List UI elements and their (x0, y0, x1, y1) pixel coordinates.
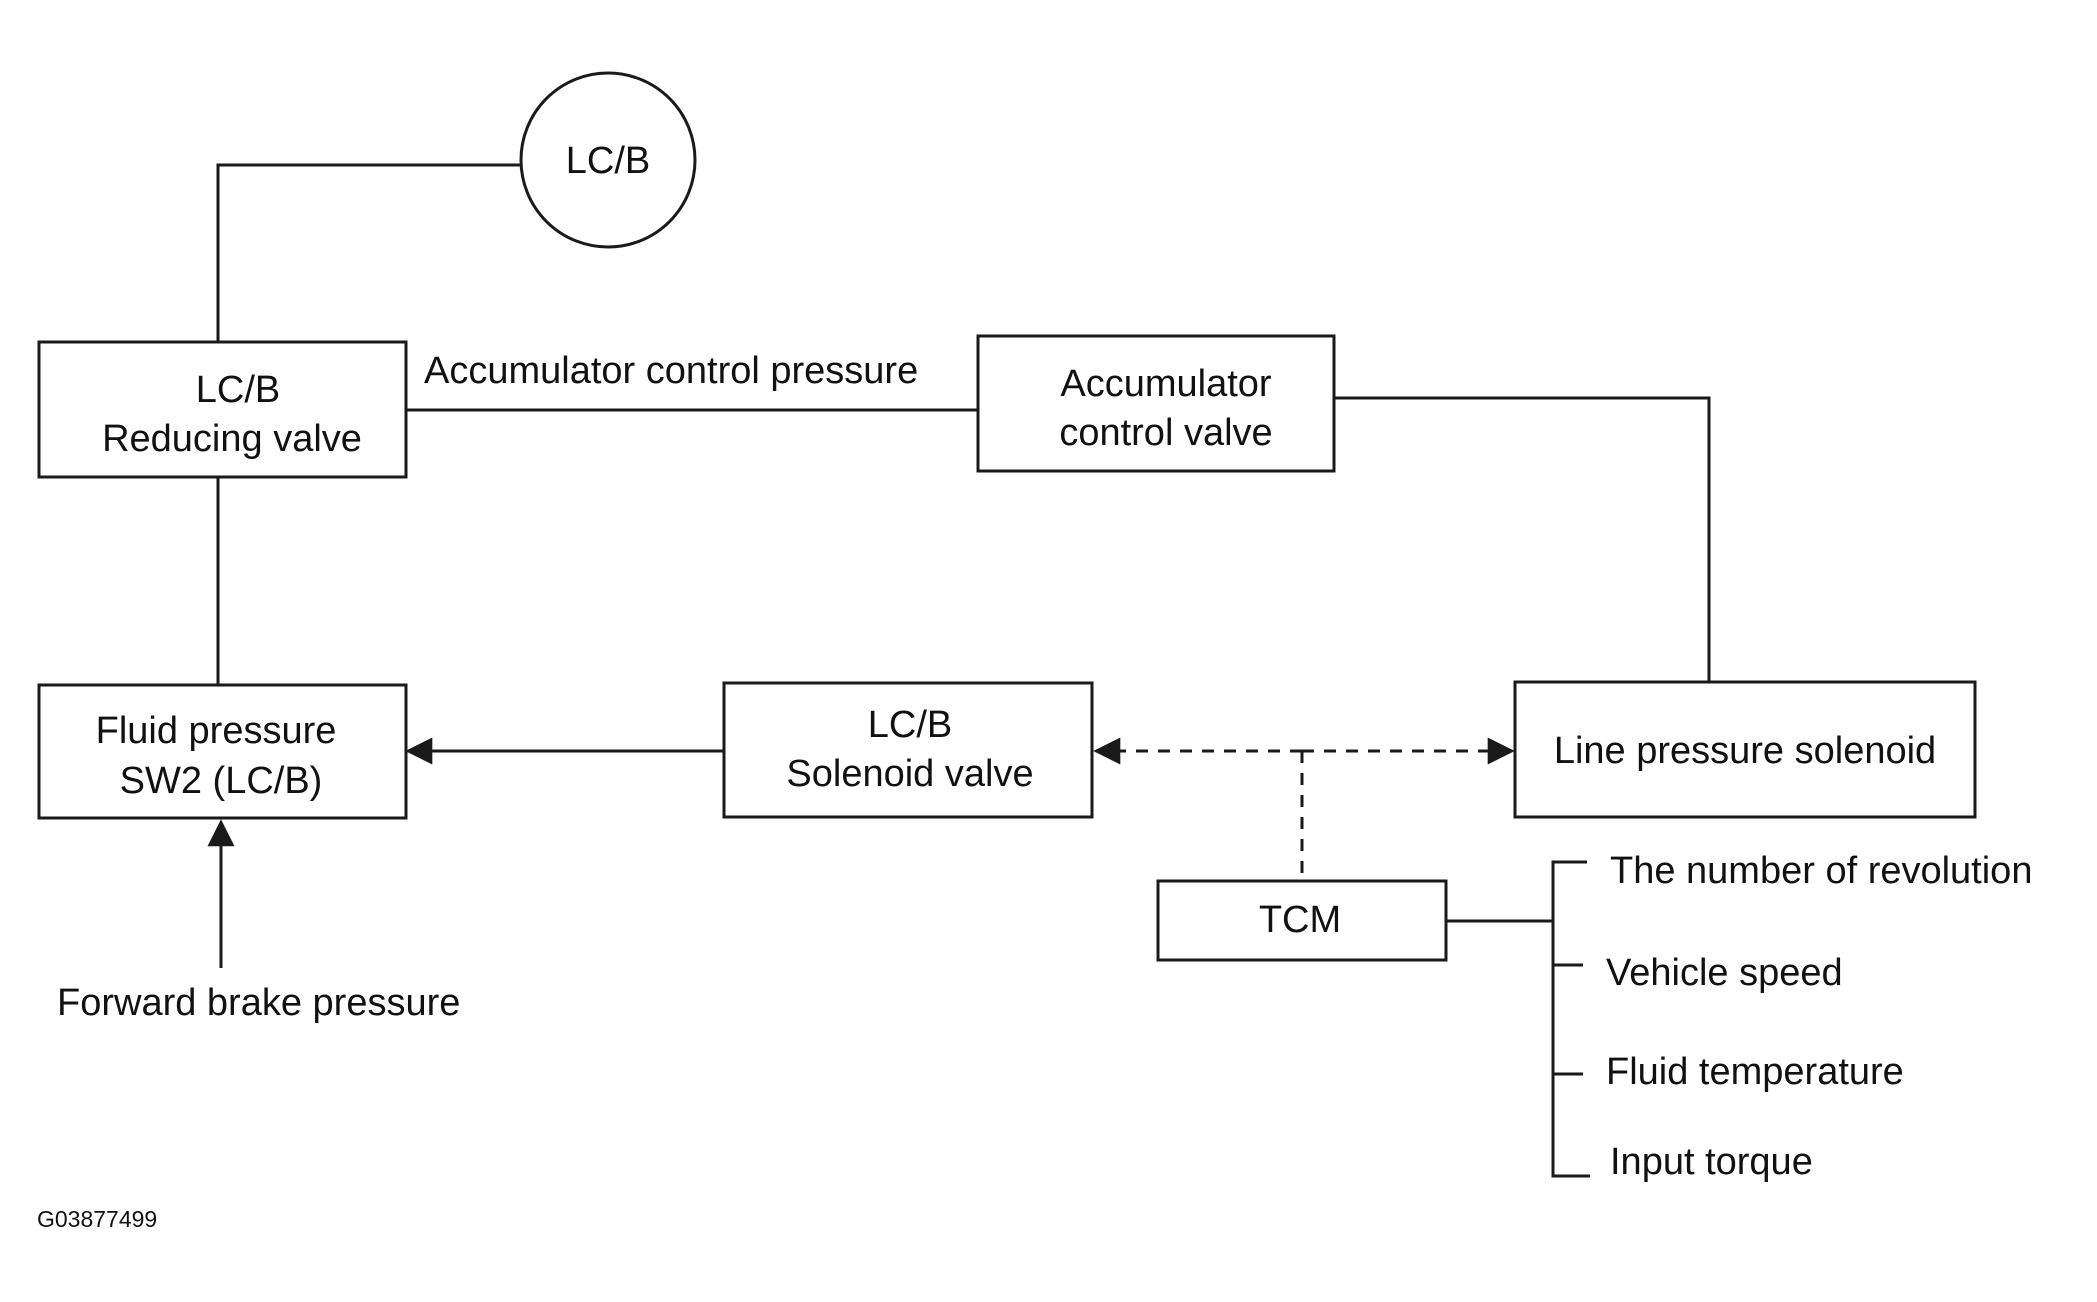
reducing-valve-label-line2: Reducing valve (102, 418, 362, 460)
line-pressure-solenoid-label: Line pressure solenoid (1554, 730, 1936, 772)
connections (207, 163, 1711, 1178)
forward-brake-pressure-label: Forward brake pressure (57, 982, 460, 1024)
tcm-label: TCM (1259, 899, 1341, 941)
tcm-inputs-bracket (1551, 860, 1590, 1178)
line-pressure-solenoid-node: Line pressure solenoid (1513, 680, 1977, 819)
line-accumulator-to-line-pressure-solenoid (1333, 396, 1711, 682)
tcm-input-item: Fluid temperature (1606, 1051, 1904, 1093)
solenoid-valve-node: LC/B Solenoid valve (722, 681, 1094, 819)
fluid-pressure-sw-label-line2: SW2 (LC/B) (120, 760, 323, 802)
fluid-pressure-sw-label-line1: Fluid pressure (96, 710, 337, 752)
tcm-input-item: Input torque (1610, 1141, 1813, 1183)
tcm-node: TCM (1156, 879, 1448, 962)
reducing-valve-label-line1: LC/B (196, 369, 280, 411)
accumulator-control-pressure-label: Accumulator control pressure (424, 350, 918, 392)
tcm-input-item: Vehicle speed (1606, 952, 1843, 994)
tcm-input-item: The number of revolution (1610, 850, 2032, 892)
lcb-circle-label: LC/B (566, 140, 650, 182)
solenoid-valve-label-line2: Solenoid valve (786, 753, 1033, 795)
solenoid-valve-label-line1: LC/B (868, 704, 952, 746)
lcb-circle-node: LC/B (519, 71, 697, 249)
figure-code: G03877499 (37, 1206, 157, 1232)
line-circle-to-reducing-valve (216, 163, 520, 341)
tcm-input-list: The number of revolution Vehicle speed F… (1606, 850, 2032, 1183)
accumulator-valve-label-line1: Accumulator (1060, 363, 1272, 405)
fluid-pressure-sw-node: Fluid pressure SW2 (LC/B) (37, 683, 408, 820)
reducing-valve-node: LC/B Reducing valve (37, 340, 408, 479)
accumulator-valve-node: Accumulator control valve (976, 334, 1336, 473)
accumulator-valve-label-line2: control valve (1059, 412, 1272, 454)
